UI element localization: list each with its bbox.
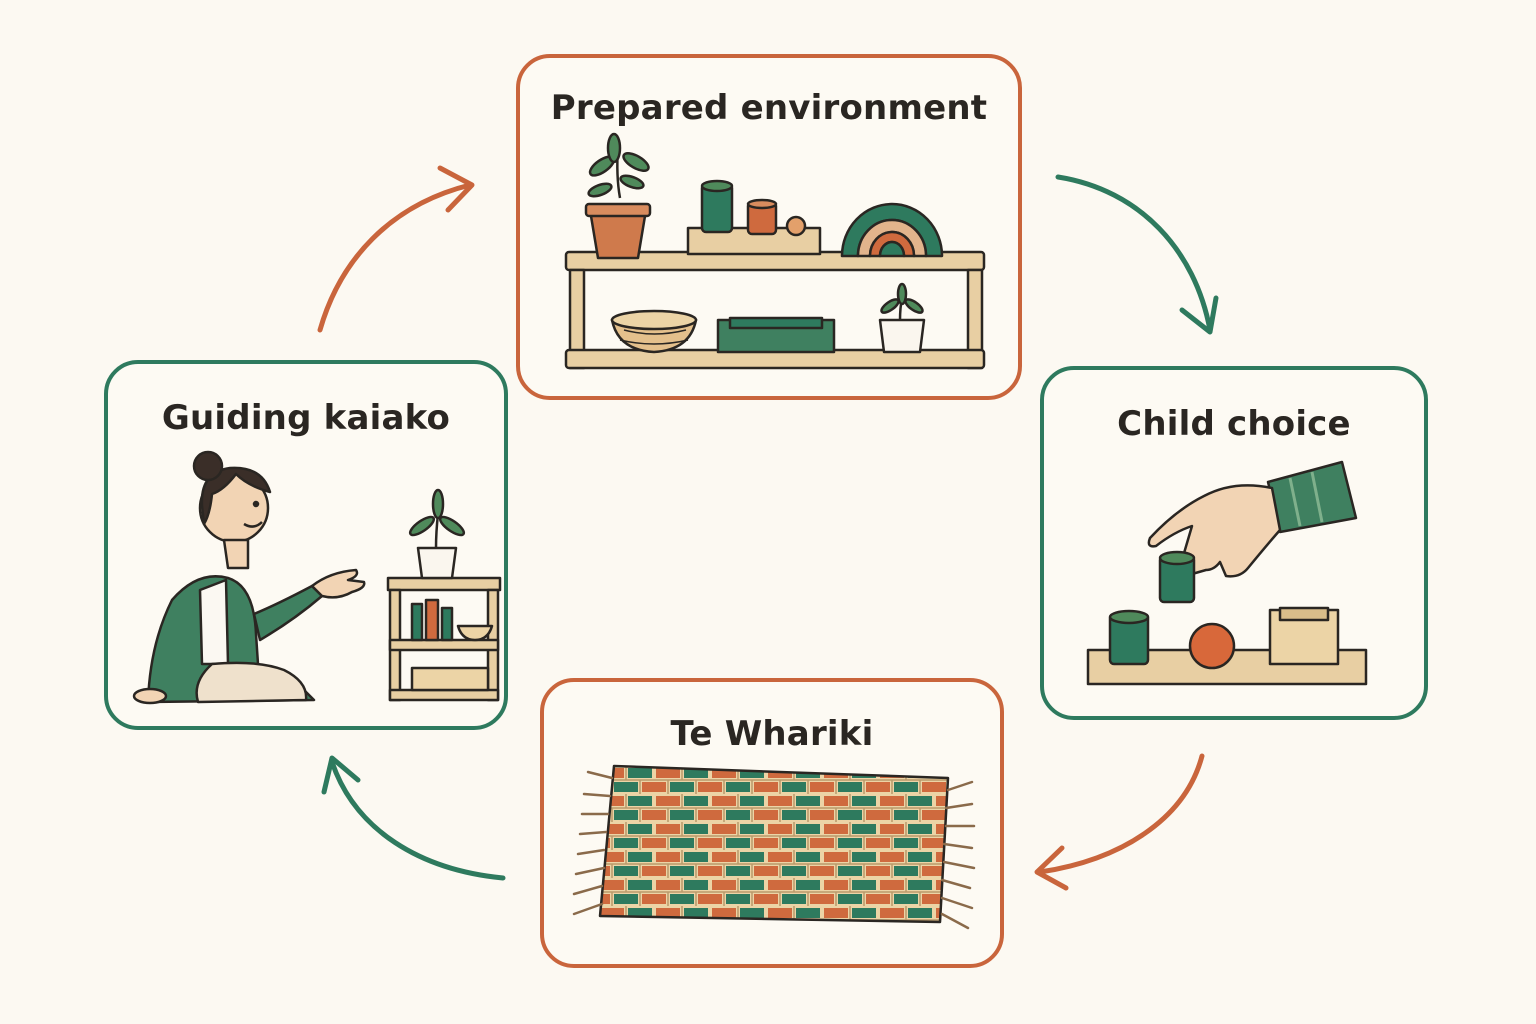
cycle-arrow-icon bbox=[329, 759, 506, 881]
hand-icon bbox=[1147, 460, 1358, 578]
mat-fringe bbox=[572, 770, 976, 930]
plant-icon bbox=[584, 132, 652, 260]
arrow-to-prepared-environment bbox=[317, 165, 475, 333]
cycle-arrow-icon bbox=[317, 182, 473, 333]
kaiako-illustration bbox=[132, 450, 502, 705]
box-icon bbox=[410, 666, 490, 692]
card-title: Child choice bbox=[1117, 404, 1351, 444]
cylinder-icon bbox=[746, 198, 778, 236]
card-child-choice: Child choice bbox=[1040, 366, 1428, 720]
card-title: Te Whariki bbox=[670, 714, 874, 754]
card-guiding-kaiako: Guiding kaiako bbox=[104, 360, 508, 730]
cycle-arrow-icon bbox=[1055, 174, 1213, 333]
teacher-icon bbox=[132, 450, 366, 705]
rainbow-stacker-icon bbox=[840, 202, 944, 258]
arrow-to-te-whariki bbox=[1034, 753, 1205, 891]
tray-icon bbox=[716, 316, 836, 354]
cylinder-icon bbox=[1108, 609, 1150, 666]
card-te-whariki: Te Whariki bbox=[540, 678, 1004, 968]
cycle-arrow-icon bbox=[1037, 753, 1205, 875]
plant-icon bbox=[408, 488, 466, 580]
shelf-icon bbox=[386, 576, 502, 702]
shelf-illustration bbox=[564, 132, 986, 370]
arrow-to-guiding-kaiako bbox=[321, 755, 506, 881]
cylinder-icon bbox=[1158, 550, 1196, 604]
child-choice-illustration bbox=[1086, 460, 1368, 686]
ball-icon bbox=[1188, 622, 1236, 670]
card-prepared-environment: Prepared environment bbox=[516, 54, 1022, 400]
arrow-to-child-choice bbox=[1055, 174, 1219, 335]
woven-mat-illustration bbox=[572, 764, 976, 930]
basket-icon bbox=[610, 309, 698, 354]
cylinder-icon bbox=[700, 179, 734, 234]
woven-mat-icon bbox=[572, 764, 976, 930]
card-title: Prepared environment bbox=[550, 88, 988, 128]
box-icon bbox=[1268, 606, 1340, 666]
card-title: Guiding kaiako bbox=[161, 398, 451, 438]
plant-icon bbox=[878, 282, 926, 354]
